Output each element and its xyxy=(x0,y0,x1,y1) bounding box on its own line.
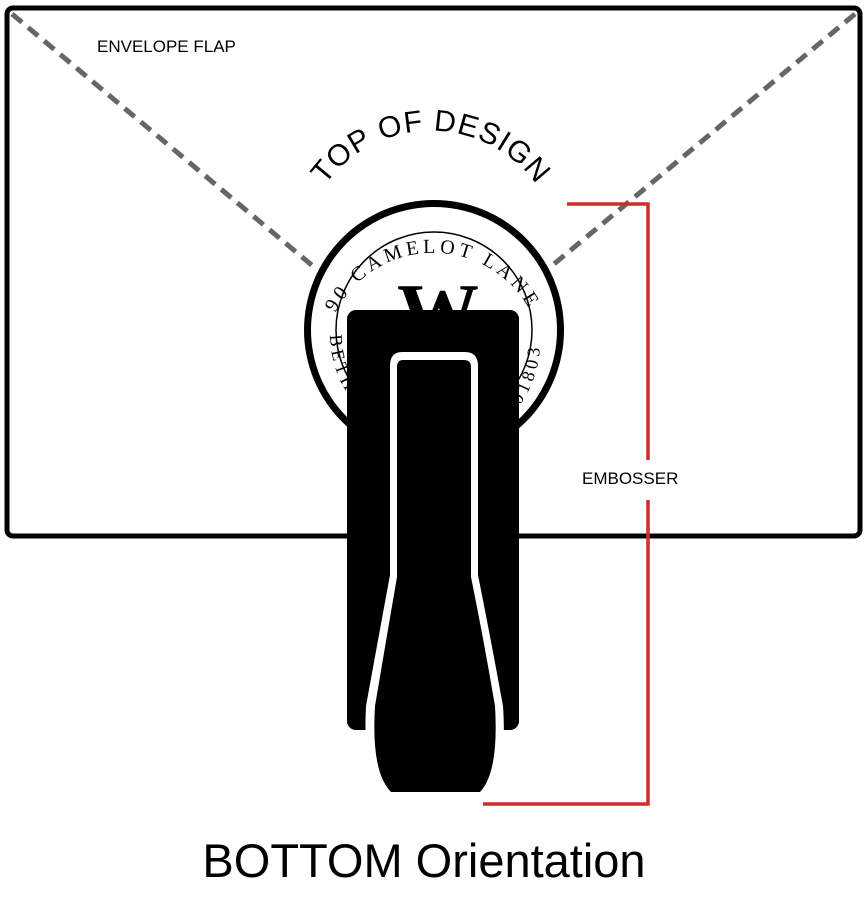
embosser-tool xyxy=(347,310,519,800)
envelope-flap-label: ENVELOPE FLAP xyxy=(97,37,236,56)
orientation-caption: BOTTOM Orientation xyxy=(202,834,645,887)
embosser-label-backdrop xyxy=(570,460,706,500)
embosser-label: EMBOSSER xyxy=(582,469,678,488)
flap-fold-line-left xyxy=(10,12,316,269)
embosser-handle xyxy=(374,360,496,792)
embosser-bracket xyxy=(483,202,650,806)
flap-fold-line-right xyxy=(552,12,857,266)
